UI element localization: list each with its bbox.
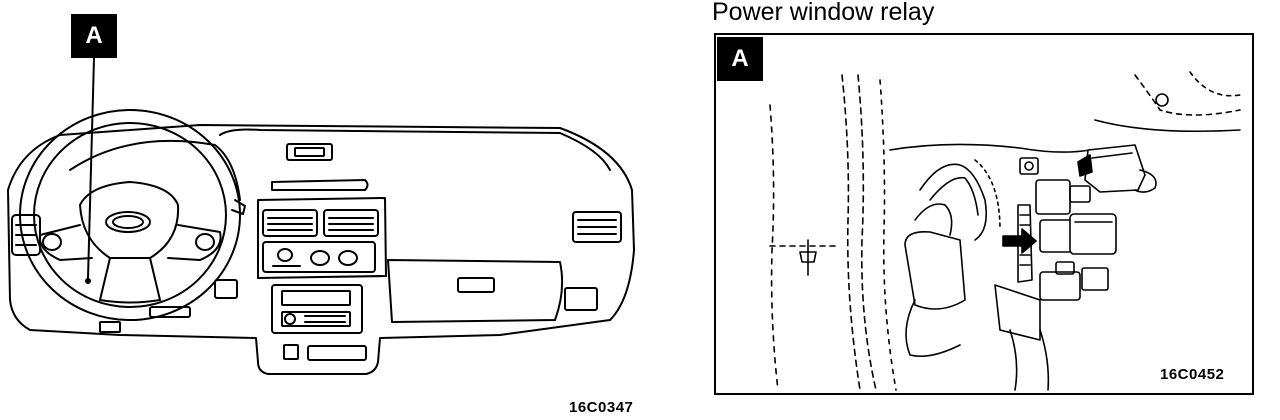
dashboard-outline	[7, 124, 635, 375]
vent-right	[572, 211, 622, 243]
figure-code-right: 16C0452	[1160, 366, 1225, 383]
center-vent-left	[262, 209, 318, 237]
callout-leader-left	[87, 57, 95, 279]
dashboard-top-ridge	[219, 128, 611, 171]
power-window-relay	[1039, 219, 1073, 253]
radio	[271, 284, 363, 334]
dash-slot	[271, 179, 369, 191]
callout-a-left: A	[71, 14, 117, 58]
climate-panel	[262, 241, 376, 273]
steering-wheel-outer	[19, 109, 241, 321]
relay-middle	[1035, 179, 1071, 215]
pillar-edge	[841, 74, 861, 391]
console-tray	[307, 345, 367, 361]
figure-title-right: Power window relay	[712, 0, 935, 26]
pointer-arrow	[1002, 228, 1037, 254]
callout-a-right: A	[717, 37, 763, 81]
dashboard-illustration	[7, 57, 635, 375]
defrost-vent	[286, 143, 333, 161]
glove-box-handle	[457, 277, 495, 293]
instrument-hood	[69, 139, 241, 201]
steering-wheel-inner	[33, 122, 227, 308]
steering-hub	[79, 181, 180, 259]
figure-code-left: 16C0347	[569, 399, 634, 416]
relay-detail-panel	[714, 33, 1254, 395]
relay-lower	[1039, 271, 1081, 301]
console-switch	[283, 344, 299, 360]
center-stack	[257, 197, 387, 279]
wiring-harness	[889, 143, 1091, 153]
relay-top	[1084, 144, 1146, 193]
glove-box	[387, 259, 564, 323]
center-vent-right	[323, 209, 379, 237]
